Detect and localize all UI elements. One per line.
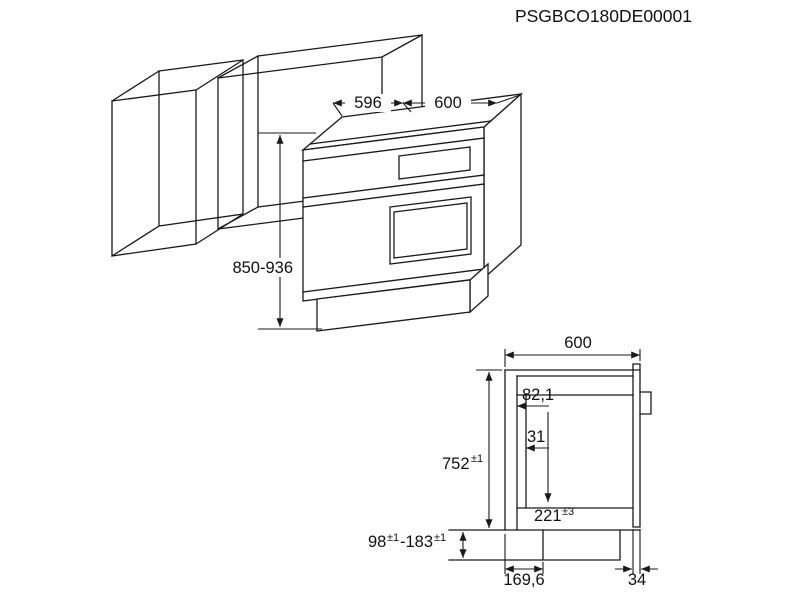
dim-label-183-tolerance: ±1 — [434, 532, 446, 544]
door-bottom-line — [302, 268, 485, 293]
dim-label-82-1: 82,1 — [522, 386, 554, 404]
drawing-code: PSGBCO180DE00001 — [515, 6, 692, 26]
dim-label-850-936: 850-936 — [232, 259, 293, 277]
side-view-outline — [448, 363, 652, 561]
dim-label-596: 596 — [354, 94, 382, 112]
front-top-edge-line — [302, 137, 485, 162]
dim-label-98: 98 — [368, 533, 386, 551]
door-window-outer — [389, 196, 472, 265]
dim-label-34: 34 — [628, 571, 646, 589]
door-thickness-witness — [632, 529, 641, 574]
dim-label-600-iso: 600 — [434, 94, 462, 112]
dim-label-169-6: 169,6 — [503, 571, 544, 589]
side-width-dimension: 600 — [504, 334, 641, 367]
door-thickness-dimension: 34 — [615, 529, 658, 589]
door-profile — [632, 363, 641, 528]
left-cabinet — [111, 59, 244, 257]
iso-height-dimension: 850-936 — [223, 132, 322, 330]
control-panel-bottom-line — [302, 174, 485, 199]
door-top-line — [302, 183, 485, 208]
dim-label-221: 221 — [534, 507, 562, 525]
label-mask-600 — [425, 94, 471, 112]
control-display — [398, 146, 471, 180]
iso-view: 596 600 850-936 — [111, 34, 523, 332]
door-window-inner — [393, 202, 468, 259]
plinth-height-dimension: 98 ±1 -183 ±1 — [368, 532, 467, 558]
dim-label-183: -183 — [400, 533, 433, 551]
hob-rim-line — [309, 120, 492, 145]
dim-label-752: 752 — [442, 455, 470, 473]
height-witness-lines — [258, 132, 322, 330]
label-mask-850-936 — [223, 258, 295, 277]
plinth-recess-dimension: 169,6 — [503, 534, 545, 589]
dim-label-600-side: 600 — [564, 334, 592, 352]
rear-cabinet-depth-edges — [217, 34, 423, 230]
dim-label-98-tolerance: ±1 — [387, 532, 399, 544]
left-cabinet-depth-edges — [111, 59, 244, 257]
door-handle — [639, 391, 652, 415]
dim-label-752-tolerance: ±1 — [471, 453, 483, 465]
inner-depth-dimension: 221 ±3 — [534, 412, 574, 525]
iso-width-dimension: 596 600 — [332, 94, 521, 117]
label-mask-596 — [345, 94, 391, 112]
dim-label-31: 31 — [527, 428, 545, 446]
dim-label-221-tolerance: ±3 — [562, 506, 574, 518]
plinth-profile — [448, 529, 621, 561]
cooker — [300, 92, 523, 332]
top-edge-dimension: 31 — [526, 428, 549, 452]
plinth-front — [316, 279, 471, 332]
side-height-dimension: 752 ±1 — [442, 369, 502, 528]
top-inset-dimension: 82,1 — [517, 386, 554, 410]
side-view: 600 82,1 31 221 ±3 752 ±1 98 ± — [368, 334, 658, 589]
